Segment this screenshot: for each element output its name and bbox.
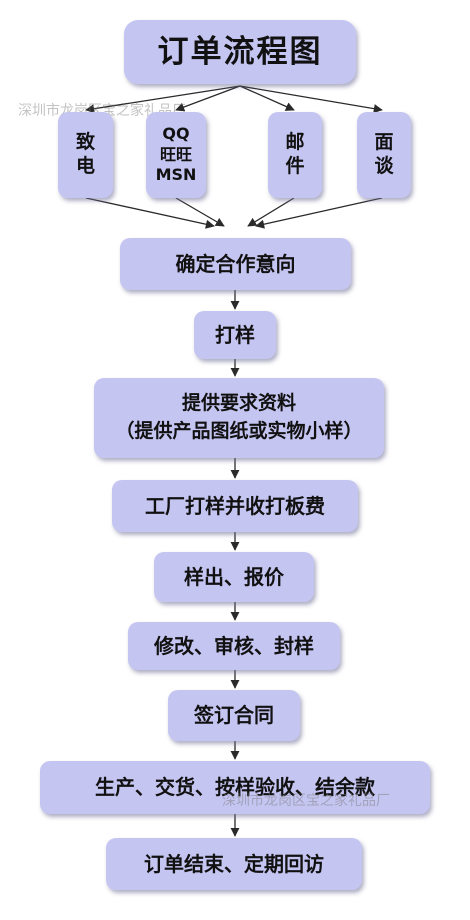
- contact-box-qq: QQ 旺旺 MSN: [146, 112, 206, 198]
- title-box: 订单流程图: [124, 20, 356, 84]
- contact-phone-line-2: 电: [75, 155, 95, 177]
- step-3-sublabel: （提供产品图纸或实物小样）: [115, 420, 363, 442]
- step-factory-sampling-fee: 工厂打样并收打板费: [112, 480, 358, 532]
- step-5-label: 样出、报价: [184, 564, 284, 589]
- step-2-label: 打样: [215, 322, 255, 347]
- arrow-title-to-youjian: [239, 85, 295, 111]
- arrow-dian-to-intent: [85, 197, 215, 229]
- contact-mail-line-1: 邮: [285, 131, 305, 154]
- step-provide-materials: 提供要求资料 （提供产品图纸或实物小样）: [94, 378, 384, 458]
- contact-meeting-line-1: 面: [374, 131, 394, 154]
- step-9-label: 订单结束、定期回访: [144, 851, 324, 876]
- step-3-label: 提供要求资料: [181, 392, 296, 415]
- step-8-label: 生产、交货、按样验收、结余款: [95, 775, 375, 799]
- contact-box-mail: 邮 件: [268, 112, 322, 198]
- step-confirm-intent: 确定合作意向: [120, 238, 351, 290]
- contact-box-meeting: 面 谈: [357, 112, 411, 198]
- page-title: 订单流程图: [157, 33, 323, 70]
- step-order-complete: 订单结束、定期回访: [106, 838, 362, 890]
- step-sample-quote: 样出、报价: [154, 552, 314, 602]
- step-revise-approve: 修改、审核、封样: [128, 622, 340, 670]
- arrow-title-to-dian: [85, 85, 241, 114]
- step-7-label: 签订合同: [194, 703, 274, 727]
- step-4-label: 工厂打样并收打板费: [145, 493, 325, 518]
- step-sign-contract: 签订合同: [168, 690, 300, 741]
- arrow-title-to-miantan: [239, 85, 383, 114]
- contact-qq-line-1: QQ: [162, 123, 190, 143]
- arrow-title-to-qq: [175, 85, 241, 112]
- contact-qq-line-3: MSN: [155, 165, 197, 185]
- step-sampling: 打样: [194, 311, 276, 359]
- arrow-qq-to-intent: [175, 197, 225, 227]
- contact-mail-line-2: 件: [285, 155, 305, 177]
- arrow-miantan-to-intent: [255, 197, 383, 229]
- contact-phone-line-1: 致: [75, 131, 95, 154]
- watermark-bottom: 深圳市龙岗区宝之家礼品厂: [222, 793, 390, 809]
- step-production-delivery: 生产、交货、按样验收、结余款: [40, 761, 430, 814]
- step-6-label: 修改、审核、封样: [154, 633, 314, 658]
- step-1-label: 确定合作意向: [175, 251, 296, 276]
- contact-box-phone: 致 电: [58, 112, 113, 198]
- arrow-youjian-to-intent: [247, 197, 295, 227]
- contact-qq-line-2: 旺旺: [159, 144, 192, 164]
- contact-meeting-line-2: 谈: [374, 155, 394, 177]
